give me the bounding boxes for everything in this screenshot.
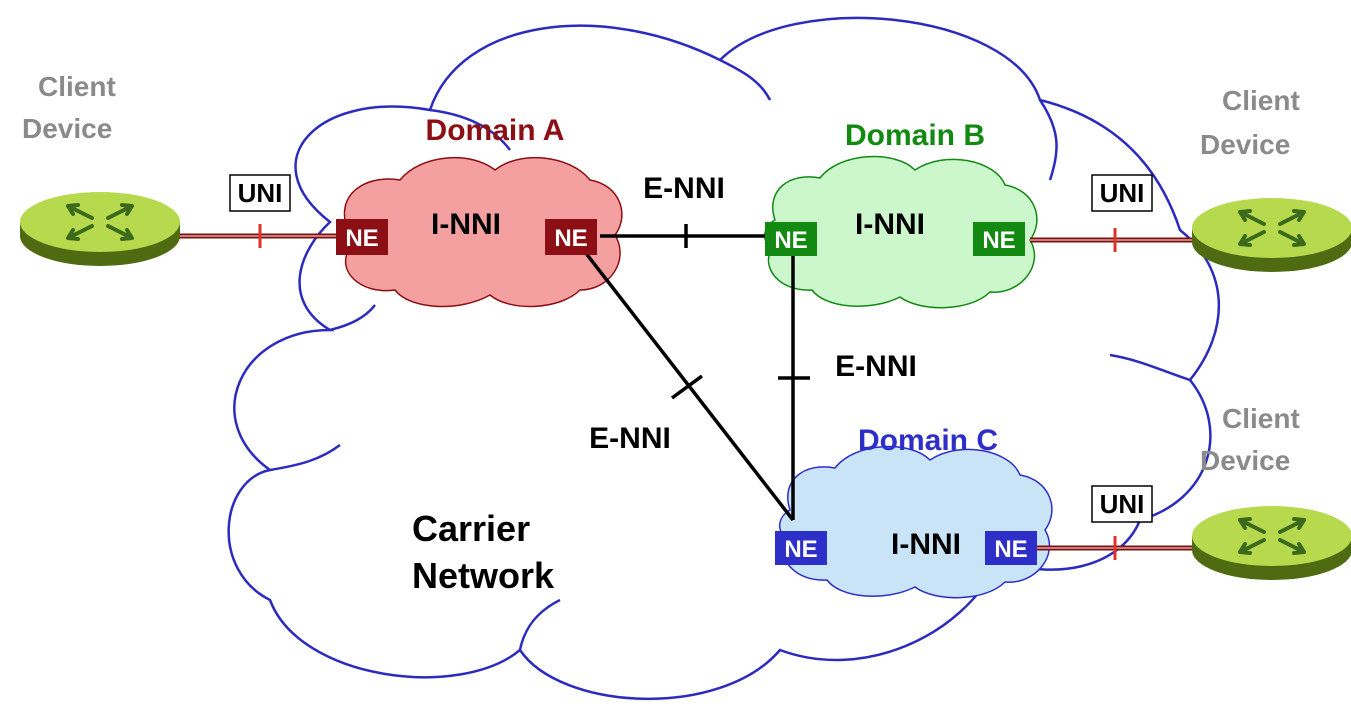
uni-label-right-top: UNI — [1100, 178, 1145, 208]
ne-box-a-left — [336, 219, 388, 255]
ne-label: NE — [554, 225, 587, 252]
carrier-label-line1: Carrier — [412, 508, 530, 549]
client-label-left-line1: Client — [38, 71, 116, 102]
domain-a-inni-label: I-NNI — [431, 208, 501, 241]
uni-box-right-top — [1091, 174, 1153, 212]
ne-box-b-left — [765, 222, 817, 256]
client-label-right-bottom-line2: Device — [1200, 445, 1290, 476]
uni-box-left — [229, 174, 291, 212]
cloud-arc — [429, 108, 511, 151]
router-icon — [1192, 198, 1351, 272]
domain-c-cloud — [779, 445, 1053, 599]
ne-box-b-right — [973, 222, 1025, 256]
cloud-arc — [1038, 99, 1058, 181]
ne-label: NE — [982, 227, 1015, 254]
domain-a-title: Domain A — [426, 114, 565, 147]
ne-label: NE — [345, 225, 378, 252]
cloud-arc — [329, 304, 376, 332]
uni-label-right-bottom: UNI — [1100, 489, 1145, 519]
uni-box-right-bottom — [1091, 485, 1153, 523]
domain-c-inni-label: I-NNI — [891, 528, 961, 561]
client-label-right-bottom-line1: Client — [1222, 403, 1300, 434]
domain-a-cloud — [337, 157, 623, 308]
cloud-arc — [518, 598, 561, 651]
cloud-arc — [1109, 353, 1191, 382]
enni-label-a-b: E-NNI — [643, 172, 725, 205]
ne-box-a-right — [545, 219, 597, 255]
enni-tick-a-c — [670, 374, 704, 400]
domain-c-title: Domain C — [858, 424, 998, 457]
ne-label: NE — [774, 227, 807, 254]
ne-label: NE — [994, 536, 1027, 563]
domain-b-inni-label: I-NNI — [855, 208, 925, 241]
carrier-label-line2: Network — [412, 555, 555, 596]
domain-b-cloud — [764, 155, 1038, 309]
ne-label: NE — [784, 536, 817, 563]
client-label-right-top-line2: Device — [1200, 129, 1290, 160]
router-icon — [20, 192, 180, 266]
domain-b-title: Domain B — [845, 119, 985, 152]
client-label-right-top-line1: Client — [1222, 85, 1300, 116]
carrier-network-cloud — [227, 16, 1220, 701]
cloud-arc — [719, 58, 772, 101]
client-label-left-line2: Device — [22, 113, 112, 144]
router-icon — [1192, 506, 1351, 580]
ne-box-c-right — [985, 531, 1037, 565]
enni-label-a-c: E-NNI — [589, 422, 671, 455]
uni-label-left: UNI — [238, 178, 283, 208]
cloud-arc — [269, 443, 341, 472]
enni-label-b-c: E-NNI — [835, 350, 917, 383]
ne-box-c-left — [775, 531, 827, 565]
